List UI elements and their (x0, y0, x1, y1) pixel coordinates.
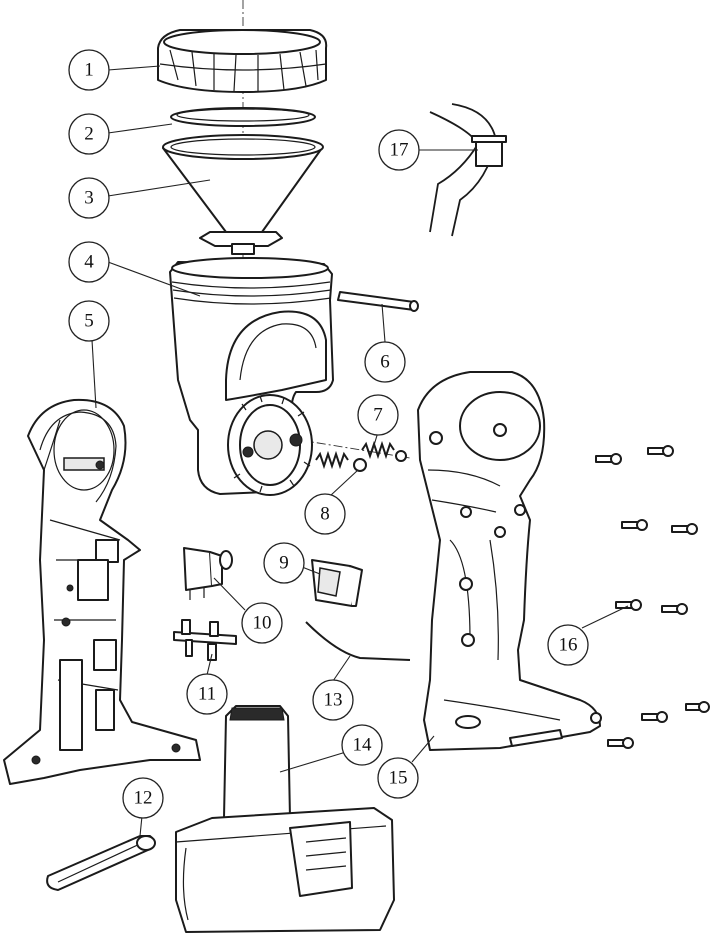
svg-text:13: 13 (324, 690, 343, 711)
svg-text:15: 15 (389, 768, 408, 789)
part-14-battery (175, 705, 395, 933)
part-13-wire (305, 621, 411, 661)
pin-axis (299, 439, 411, 459)
part-15-right-housing (417, 371, 602, 751)
callout-11: 11 (186, 673, 228, 715)
svg-text:9: 9 (279, 553, 289, 574)
leader-lines (91, 65, 629, 837)
callout-5: 5 (68, 300, 110, 342)
callout-12: 12 (122, 777, 164, 819)
callout-7: 7 (357, 394, 399, 436)
part-10-bulb-socket (183, 547, 233, 600)
part-6-pin (337, 291, 419, 312)
part-4-head-housing (169, 257, 334, 496)
svg-text:6: 6 (380, 352, 390, 373)
svg-text:16: 16 (559, 635, 578, 656)
part-7-spring (361, 440, 407, 462)
part-17-bulb-wires (429, 103, 507, 237)
part-5-left-housing (3, 398, 201, 785)
svg-text:4: 4 (84, 252, 94, 273)
svg-text:3: 3 (84, 188, 94, 209)
part-12-strap (46, 835, 156, 891)
callout-17: 17 (378, 129, 420, 171)
svg-text:11: 11 (198, 684, 216, 705)
callout-1: 1 (68, 49, 110, 91)
callout-6: 6 (364, 341, 406, 383)
callout-9: 9 (263, 542, 305, 584)
part-16-screws (595, 445, 710, 749)
svg-text:2: 2 (84, 124, 94, 145)
part-2-lens (170, 107, 316, 127)
svg-text:17: 17 (390, 140, 409, 161)
svg-text:10: 10 (253, 613, 272, 634)
callout-10: 10 (241, 602, 283, 644)
callout-4: 4 (68, 241, 110, 283)
svg-text:14: 14 (353, 735, 373, 756)
part-11-terminal (173, 619, 237, 661)
svg-text:5: 5 (84, 311, 94, 332)
callout-14: 14 (341, 724, 383, 766)
part-9-switch (311, 559, 363, 607)
part-3-reflector (162, 134, 324, 255)
part-8-spring-bolt (315, 450, 367, 472)
svg-text:8: 8 (320, 504, 330, 525)
callout-15: 15 (377, 757, 419, 799)
callout-13: 13 (312, 679, 354, 721)
svg-text:12: 12 (134, 788, 153, 809)
callout-8: 8 (304, 493, 346, 535)
svg-text:7: 7 (373, 405, 383, 426)
callout-3: 3 (68, 177, 110, 219)
callout-2: 2 (68, 113, 110, 155)
callout-16: 16 (547, 624, 589, 666)
part-1-bezel-ring (157, 29, 328, 93)
svg-text:1: 1 (84, 60, 94, 81)
